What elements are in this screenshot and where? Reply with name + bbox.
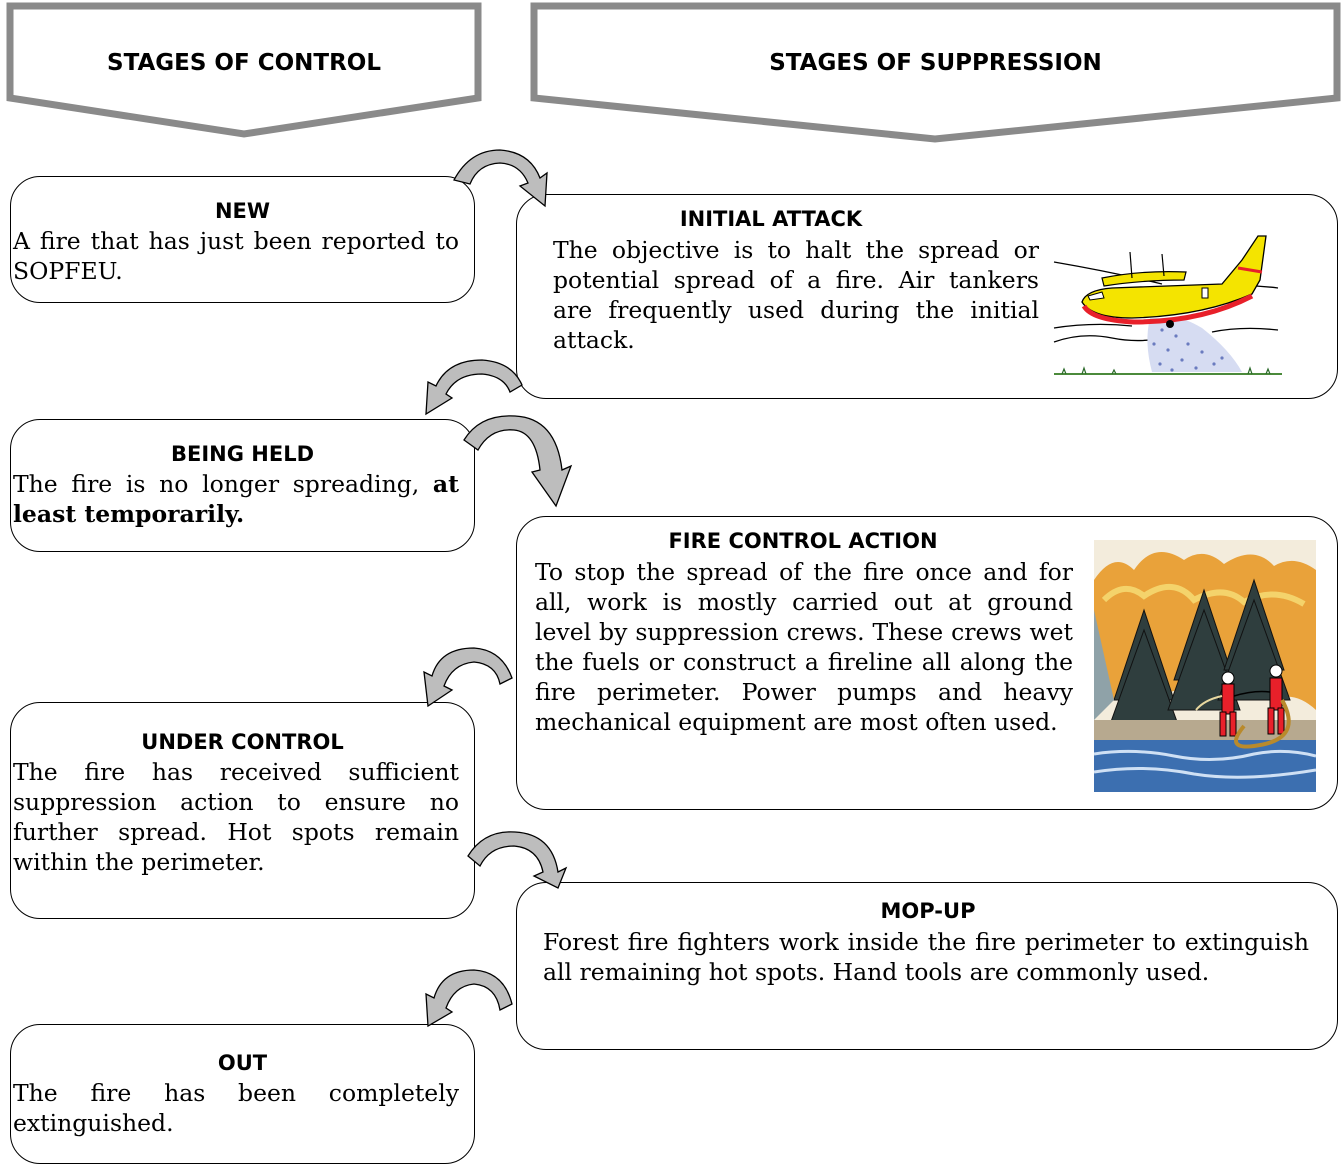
stage-new-title: NEW — [214, 199, 271, 223]
stage-out-text: The fire has been completely extinguishe… — [13, 1079, 459, 1137]
stage-being-held-text-regular: The fire is no longer spreading, — [13, 470, 420, 498]
arrow-new-to-initial-attack — [453, 149, 548, 208]
stage-mop-up-box: MOP-UP Forest fire fighters work inside … — [516, 882, 1338, 1050]
stage-under-control-title: UNDER CONTROL — [141, 730, 344, 754]
stage-under-control-box: UNDER CONTROL The fire has received suff… — [10, 702, 475, 919]
stage-initial-attack-title: INITIAL ATTACK — [679, 207, 863, 231]
stage-initial-attack-text: The objective is to halt the spread or p… — [553, 236, 1039, 354]
arrow-being-held-to-fire-control — [463, 415, 573, 508]
arrow-fire-control-to-under-control — [423, 647, 513, 708]
stage-fire-control-title: FIRE CONTROL ACTION — [668, 529, 938, 553]
firefighters-with-hose-icon — [1094, 540, 1316, 792]
suppression-banner-shape — [530, 2, 1341, 143]
arrow-under-control-to-mop-up — [467, 831, 568, 889]
control-banner-shape — [6, 2, 482, 138]
stage-being-held-title: BEING HELD — [170, 442, 315, 466]
control-banner-label: STAGES OF CONTROL — [107, 50, 381, 76]
stage-being-held-box: BEING HELD The fire is no longer spreadi… — [10, 419, 475, 552]
stage-out-title: OUT — [217, 1051, 268, 1075]
arrow-mop-up-to-out — [425, 969, 513, 1028]
stage-out-box: OUT The fire has been completely extingu… — [10, 1024, 475, 1164]
water-bomber-aircraft-icon — [1053, 235, 1282, 375]
stage-mop-up-text: Forest fire fighters work inside the fir… — [543, 928, 1309, 986]
arrow-initial-attack-to-being-held — [425, 359, 523, 416]
stage-under-control-text: The fire has received sufficient suppres… — [13, 758, 459, 876]
stage-mop-up-title: MOP-UP — [880, 899, 976, 923]
stage-being-held-text: The fire is no longer spreading, at leas… — [13, 469, 459, 529]
stage-fire-control-text: To stop the spread of the fire once and … — [535, 558, 1073, 736]
stage-new-box: NEW A fire that has just been reported t… — [10, 176, 475, 303]
banners-layer — [6, 2, 1341, 143]
stage-new-text: A fire that has just been reported to SO… — [13, 227, 459, 285]
suppression-banner-label: STAGES OF SUPPRESSION — [769, 50, 1102, 76]
stage-being-held-text-bold: at least temporarily. — [13, 470, 459, 528]
